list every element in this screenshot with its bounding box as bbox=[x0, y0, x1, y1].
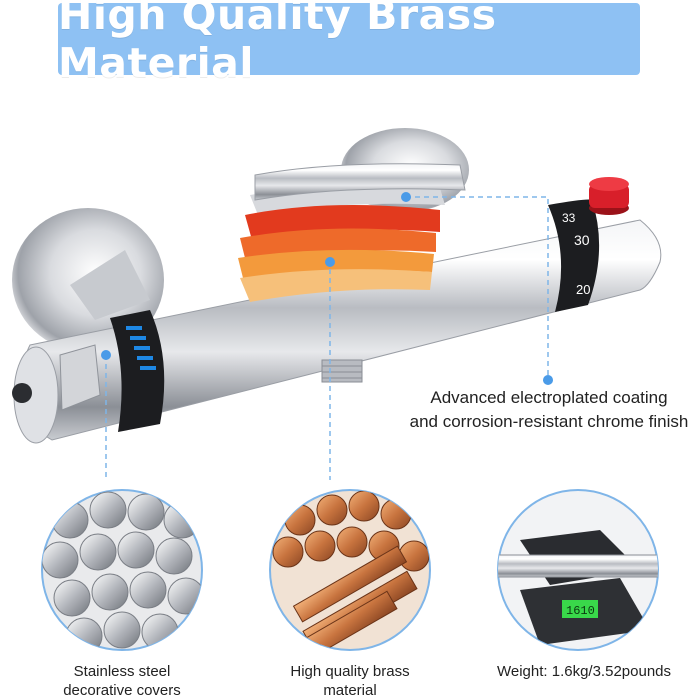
caption-weight: Weight: 1.6kg/3.52pounds bbox=[470, 662, 698, 681]
caption-brass: High quality brass material bbox=[250, 662, 450, 700]
coating-callout-line2: and corrosion-resistant chrome finish bbox=[409, 412, 689, 431]
caption-stainless-steel: Stainless steel decorative covers bbox=[22, 662, 222, 700]
caption-stainless-line1: Stainless steel bbox=[73, 663, 171, 680]
temp-mark-33: 33 bbox=[562, 211, 576, 225]
weight-scale-circle: 1610 bbox=[497, 489, 659, 651]
flow-control-ring bbox=[110, 310, 165, 432]
cutaway-layers bbox=[238, 163, 466, 302]
caption-weight-line1: Weight: 1.6kg/3.52pounds bbox=[496, 663, 672, 680]
temperature-scale-ring: 33 30 20 bbox=[548, 199, 600, 312]
stainless-steel-circle bbox=[41, 489, 203, 651]
brass-material-circle bbox=[269, 489, 431, 651]
callout-dot-ring bbox=[101, 350, 111, 360]
scale-display-reading: 1610 bbox=[566, 604, 595, 618]
coating-callout: Advanced electroplated coating and corro… bbox=[398, 386, 700, 434]
temp-mark-20: 20 bbox=[576, 282, 590, 297]
callout-leader-lines bbox=[105, 196, 549, 480]
safety-stop-button bbox=[589, 177, 629, 215]
callout-dot-end bbox=[543, 375, 553, 385]
callout-dot-layers bbox=[325, 257, 335, 267]
valve-body bbox=[12, 219, 662, 444]
caption-brass-line1: High quality brass bbox=[290, 663, 410, 680]
callout-dot-top bbox=[401, 192, 411, 202]
temp-mark-30: 30 bbox=[574, 232, 590, 248]
caption-stainless-line2: decorative covers bbox=[63, 682, 181, 699]
coating-callout-line1: Advanced electroplated coating bbox=[430, 388, 668, 407]
page-title: High Quality Brass Material bbox=[58, 0, 497, 87]
title-banner: High Quality Brass Material bbox=[58, 0, 640, 87]
caption-brass-line2: material bbox=[323, 682, 377, 699]
